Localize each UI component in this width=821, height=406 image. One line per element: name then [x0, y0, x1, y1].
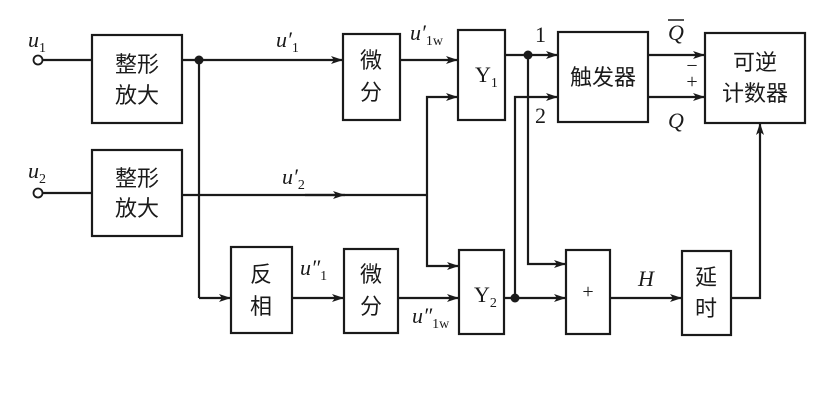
block-text: 整形 [115, 53, 159, 78]
block-gate-y1: Y1 [456, 28, 507, 122]
block-text: + [582, 281, 593, 303]
block-text: 微 [360, 263, 382, 288]
block-trigger: 触发器 [556, 30, 650, 124]
block-or-gate: + [564, 248, 612, 336]
block-text: 反 [250, 263, 272, 288]
label-minus: − [686, 55, 697, 77]
wire-delay-to-counter [731, 123, 764, 300]
wire-u2p-to-y1 [425, 93, 458, 195]
gate-y1-label: Y1 [475, 62, 498, 91]
input-u1: u1 [28, 27, 46, 66]
label-h: H [637, 266, 655, 291]
input-terminal-u1 [32, 54, 44, 66]
label-u1w-prime: u′1w [410, 20, 444, 49]
input-u2: u2 [28, 158, 46, 199]
block-shaper-amplifier-2: 整形 放大 [90, 148, 184, 238]
block-shaper-amplifier-1: 整形 放大 [90, 33, 184, 125]
block-gate-y2: Y2 [457, 248, 506, 336]
label-u1w-double-prime: u″1w [412, 303, 450, 332]
block-text: 整形 [115, 167, 159, 192]
block-differentiator-2: 微 分 [342, 247, 400, 335]
wire-line-2 [513, 93, 558, 298]
label-line-1: 1 [535, 22, 546, 47]
block-text: 触发器 [570, 66, 636, 91]
block-text: 可逆 [733, 51, 777, 76]
block-text: 时 [695, 297, 717, 322]
input-terminal-u2 [32, 187, 44, 199]
label-plus: + [686, 71, 697, 93]
block-text: 微 [360, 49, 382, 74]
block-text: 放大 [115, 197, 159, 222]
wire-u2p-to-y2 [425, 195, 459, 270]
label-u2: u2 [28, 158, 46, 187]
wires [42, 51, 764, 302]
label-q: Q [668, 108, 684, 133]
label-line-2: 2 [535, 103, 546, 128]
label-u1-double-prime: u″1 [300, 255, 327, 284]
block-delay: 延 时 [680, 249, 733, 337]
label-q-bar: Q [668, 19, 684, 45]
block-text: 延 [695, 266, 717, 291]
block-inverter: 反 相 [229, 245, 294, 335]
wire-1-to-or [526, 55, 566, 268]
junction-dot [194, 55, 204, 65]
block-differentiator-1: 微 分 [341, 32, 402, 122]
label-u2-prime: u′2 [282, 164, 305, 193]
block-text: 分 [360, 81, 382, 106]
junction-dot [510, 293, 520, 303]
block-text: 计数器 [722, 82, 788, 107]
junction-dot [523, 50, 533, 60]
label-u1-prime: u′1 [276, 27, 299, 56]
label-u1: u1 [28, 27, 46, 56]
block-reversible-counter: 可逆 计数器 [703, 31, 807, 125]
block-text: 分 [360, 295, 382, 320]
block-text: 放大 [115, 84, 159, 109]
label-q-bar-text: Q [668, 20, 684, 45]
block-text: 相 [250, 295, 272, 320]
gate-y2-label: Y2 [474, 282, 497, 311]
